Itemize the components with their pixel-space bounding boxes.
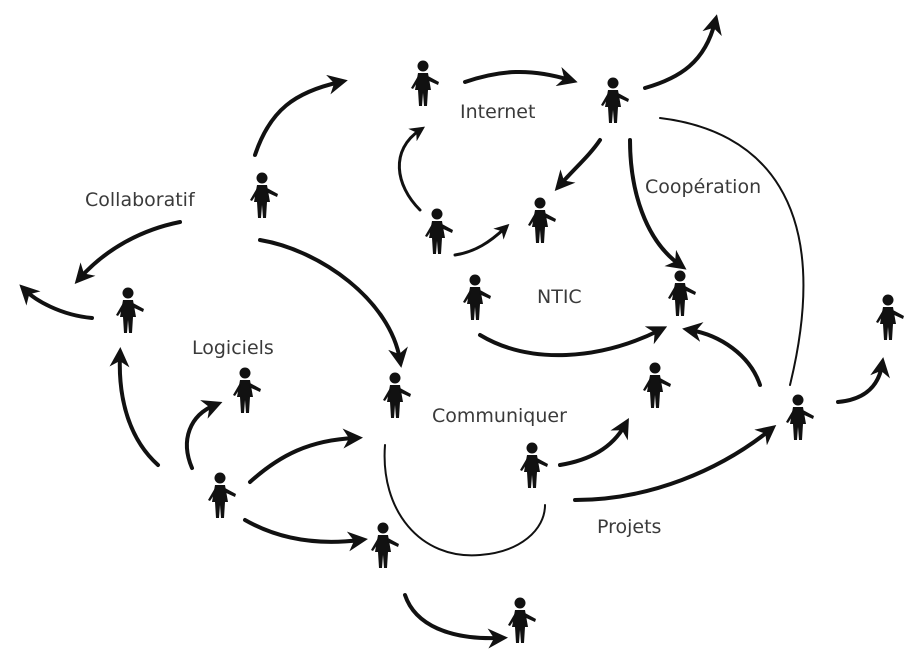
arrow-icon xyxy=(258,238,408,368)
person-icon xyxy=(668,270,696,316)
arrow-icon xyxy=(248,428,363,484)
label-ntic: NTIC xyxy=(537,286,582,308)
arrow-icon xyxy=(478,326,668,358)
arrow-icon xyxy=(184,400,223,470)
label-internet: Internet xyxy=(460,101,535,123)
arrow-icon xyxy=(383,444,546,557)
arrow-icon xyxy=(554,138,602,191)
arrow-icon xyxy=(403,593,508,649)
arrow-icon xyxy=(109,347,160,467)
label-projets: Projets xyxy=(597,516,661,538)
label-collaboratif: Collaboratif xyxy=(85,189,196,211)
person-icon xyxy=(643,362,671,408)
person-icon xyxy=(233,367,261,413)
arrow-icon xyxy=(643,14,722,90)
arrow-icon xyxy=(558,418,629,467)
arrow-icon xyxy=(74,220,182,284)
person-icon xyxy=(508,597,536,643)
person-icon xyxy=(425,208,453,254)
arrow-icon xyxy=(836,357,890,404)
arrow-icon xyxy=(453,223,510,257)
arrow-icon xyxy=(19,284,94,320)
arrow-icon xyxy=(463,66,578,87)
person-icon xyxy=(208,472,236,518)
person-icon xyxy=(383,372,411,418)
labels-layer: Internet Coopération Collaboratif NTIC L… xyxy=(85,101,761,538)
arrow-icon xyxy=(243,518,368,552)
arrow-icon xyxy=(253,74,348,157)
label-communiquer: Communiquer xyxy=(432,405,567,427)
person-icon xyxy=(371,522,399,568)
arrows-layer xyxy=(19,14,890,649)
person-icon xyxy=(463,274,491,320)
label-logiciels: Logiciels xyxy=(192,337,274,359)
arrow-icon xyxy=(659,117,805,386)
arrow-icon xyxy=(573,425,777,502)
person-icon xyxy=(528,197,556,243)
person-icon xyxy=(250,172,278,218)
arrow-icon xyxy=(682,322,762,387)
person-icon xyxy=(116,287,144,333)
person-icon xyxy=(601,77,629,123)
arrow-icon xyxy=(628,138,687,270)
person-icon xyxy=(520,442,548,488)
person-icon xyxy=(876,294,904,340)
arrow-icon xyxy=(397,126,425,212)
person-icon xyxy=(411,60,439,106)
person-icon xyxy=(786,394,814,440)
label-cooperation: Coopération xyxy=(645,176,761,198)
